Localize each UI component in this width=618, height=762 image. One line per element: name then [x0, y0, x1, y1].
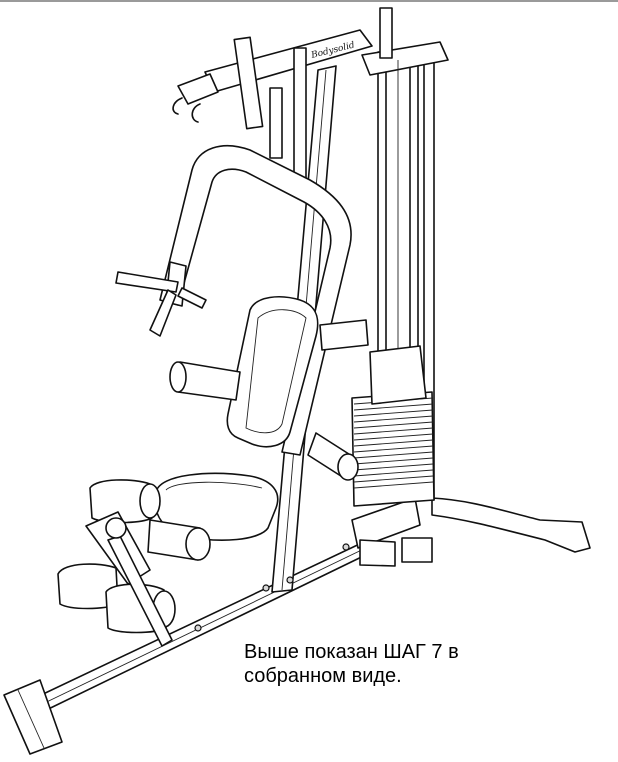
caption-line-1: Выше показан ШАГ 7 в — [244, 641, 459, 663]
weight-plate — [353, 457, 434, 465]
base-bolts — [194, 543, 350, 632]
chest-roller-pads — [169, 319, 369, 481]
weight-plate — [353, 427, 434, 435]
top-frame: Bodysolid — [172, 29, 373, 189]
weight-plate — [353, 481, 434, 489]
weight-tower — [361, 7, 449, 501]
weight-plate — [353, 439, 434, 447]
right-outrigger — [359, 497, 591, 567]
weight-plate — [353, 451, 434, 459]
weight-stack — [351, 345, 435, 507]
caption-text: Выше показан ШАГ 7 в собранном виде. — [244, 640, 544, 688]
weight-plate — [353, 469, 434, 477]
weight-plate — [353, 433, 434, 441]
weight-plate — [353, 403, 434, 411]
weight-plate — [353, 475, 434, 483]
caption-line-2: собранном виде. — [244, 665, 402, 687]
weight-plate — [353, 415, 434, 423]
leg-extension-rollers — [57, 479, 211, 647]
weight-plate — [353, 445, 434, 453]
weight-plate — [353, 421, 434, 429]
weight-plate — [353, 463, 434, 471]
backrest-pad — [226, 296, 319, 448]
weight-stack-top-plate — [369, 345, 427, 405]
weight-plate — [353, 409, 434, 417]
top-border-rule — [0, 0, 618, 2]
